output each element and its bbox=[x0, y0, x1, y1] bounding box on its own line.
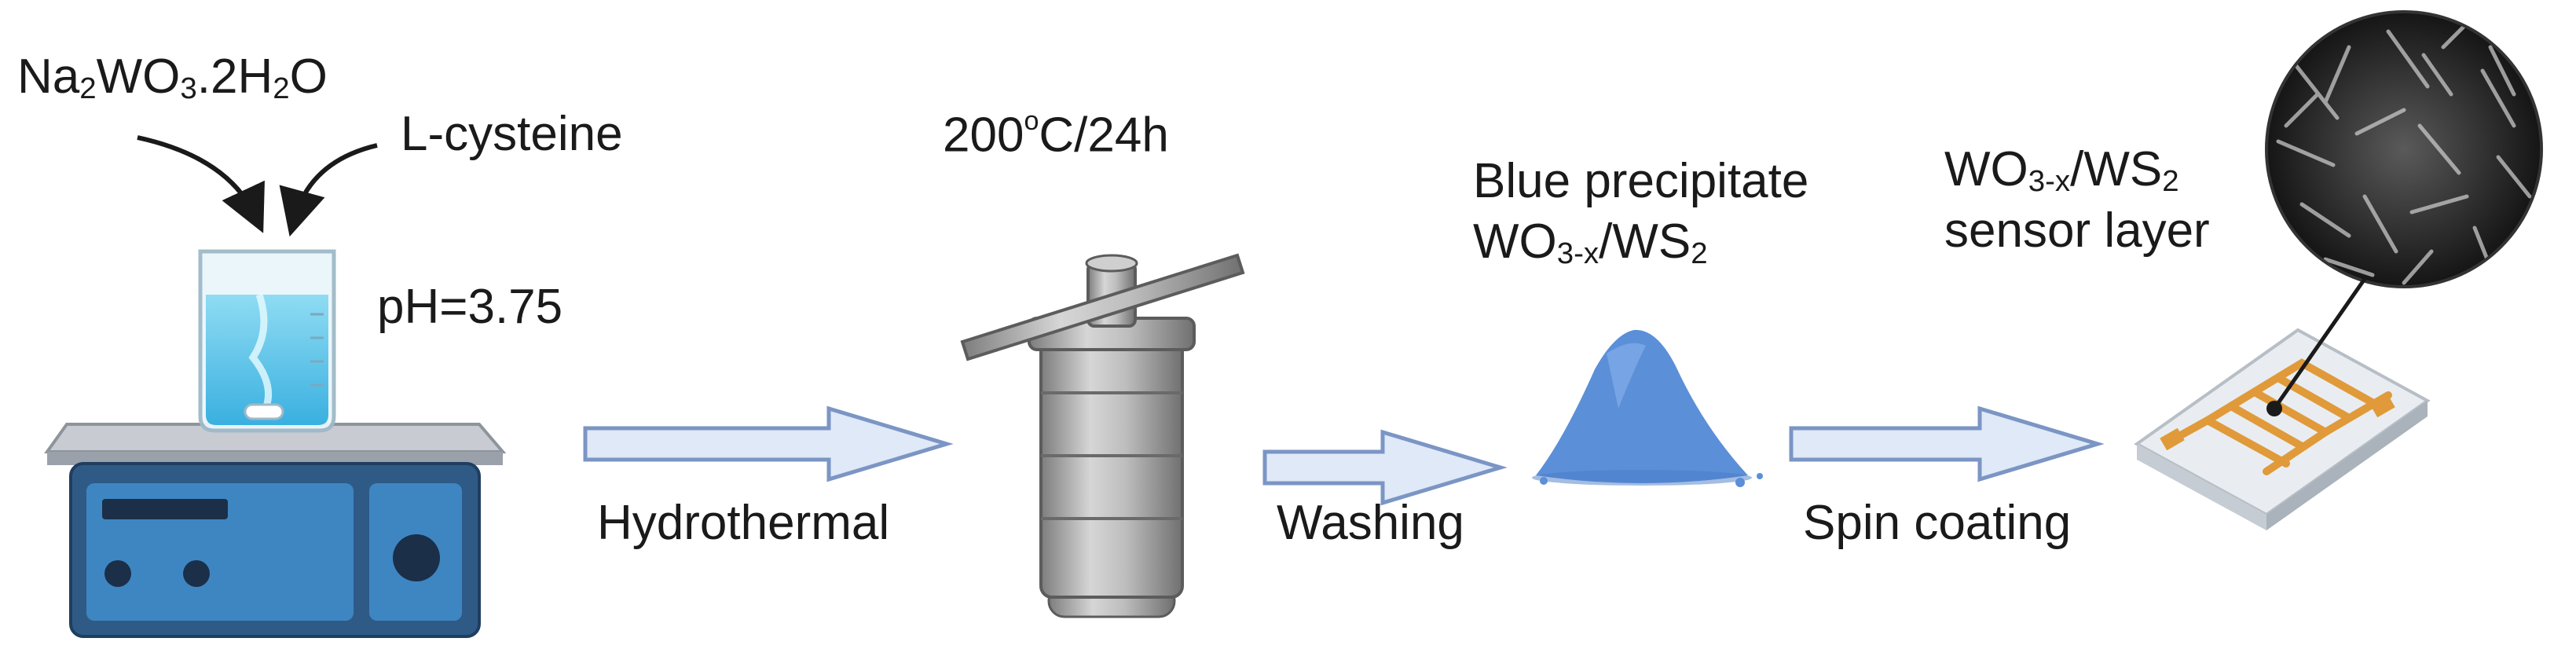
autoclave-icon bbox=[960, 253, 1245, 618]
temperature-time-label: 200oC/24h bbox=[943, 106, 1169, 163]
sem-pointer-line bbox=[2272, 277, 2367, 410]
washing-label: Washing bbox=[1277, 496, 1464, 550]
blue-precipitate-label: Blue precipitate bbox=[1473, 154, 1809, 208]
reagent-arrow-right bbox=[279, 143, 378, 237]
hydrothermal-arrow bbox=[583, 405, 954, 482]
hot-plate-icon bbox=[44, 423, 507, 638]
hydrothermal-label: Hydrothermal bbox=[597, 496, 890, 550]
reagent-arrow-left bbox=[137, 135, 265, 233]
sensor-chip-icon bbox=[2134, 328, 2431, 530]
beaker-icon bbox=[198, 249, 336, 433]
sensor-layer-label: sensor layer bbox=[1944, 204, 2210, 258]
sodium-tungstate-label: Na2WO3.2H2O bbox=[17, 50, 328, 105]
sem-pointer-dot bbox=[2266, 401, 2282, 416]
cysteine-label: L-cysteine bbox=[401, 107, 623, 161]
washing-arrow bbox=[1262, 429, 1508, 506]
spin-coating-label: Spin coating bbox=[1803, 496, 2072, 550]
spin-coating-arrow bbox=[1789, 405, 2105, 482]
sem-micrograph-icon bbox=[2265, 10, 2543, 288]
ph-label: pH=3.75 bbox=[377, 280, 563, 334]
blue-powder-icon bbox=[1532, 329, 1763, 487]
sensor-formula: WO3-x/WS2 bbox=[1944, 142, 2179, 198]
blue-precipitate-formula: WO3-x/WS2 bbox=[1473, 214, 1708, 270]
